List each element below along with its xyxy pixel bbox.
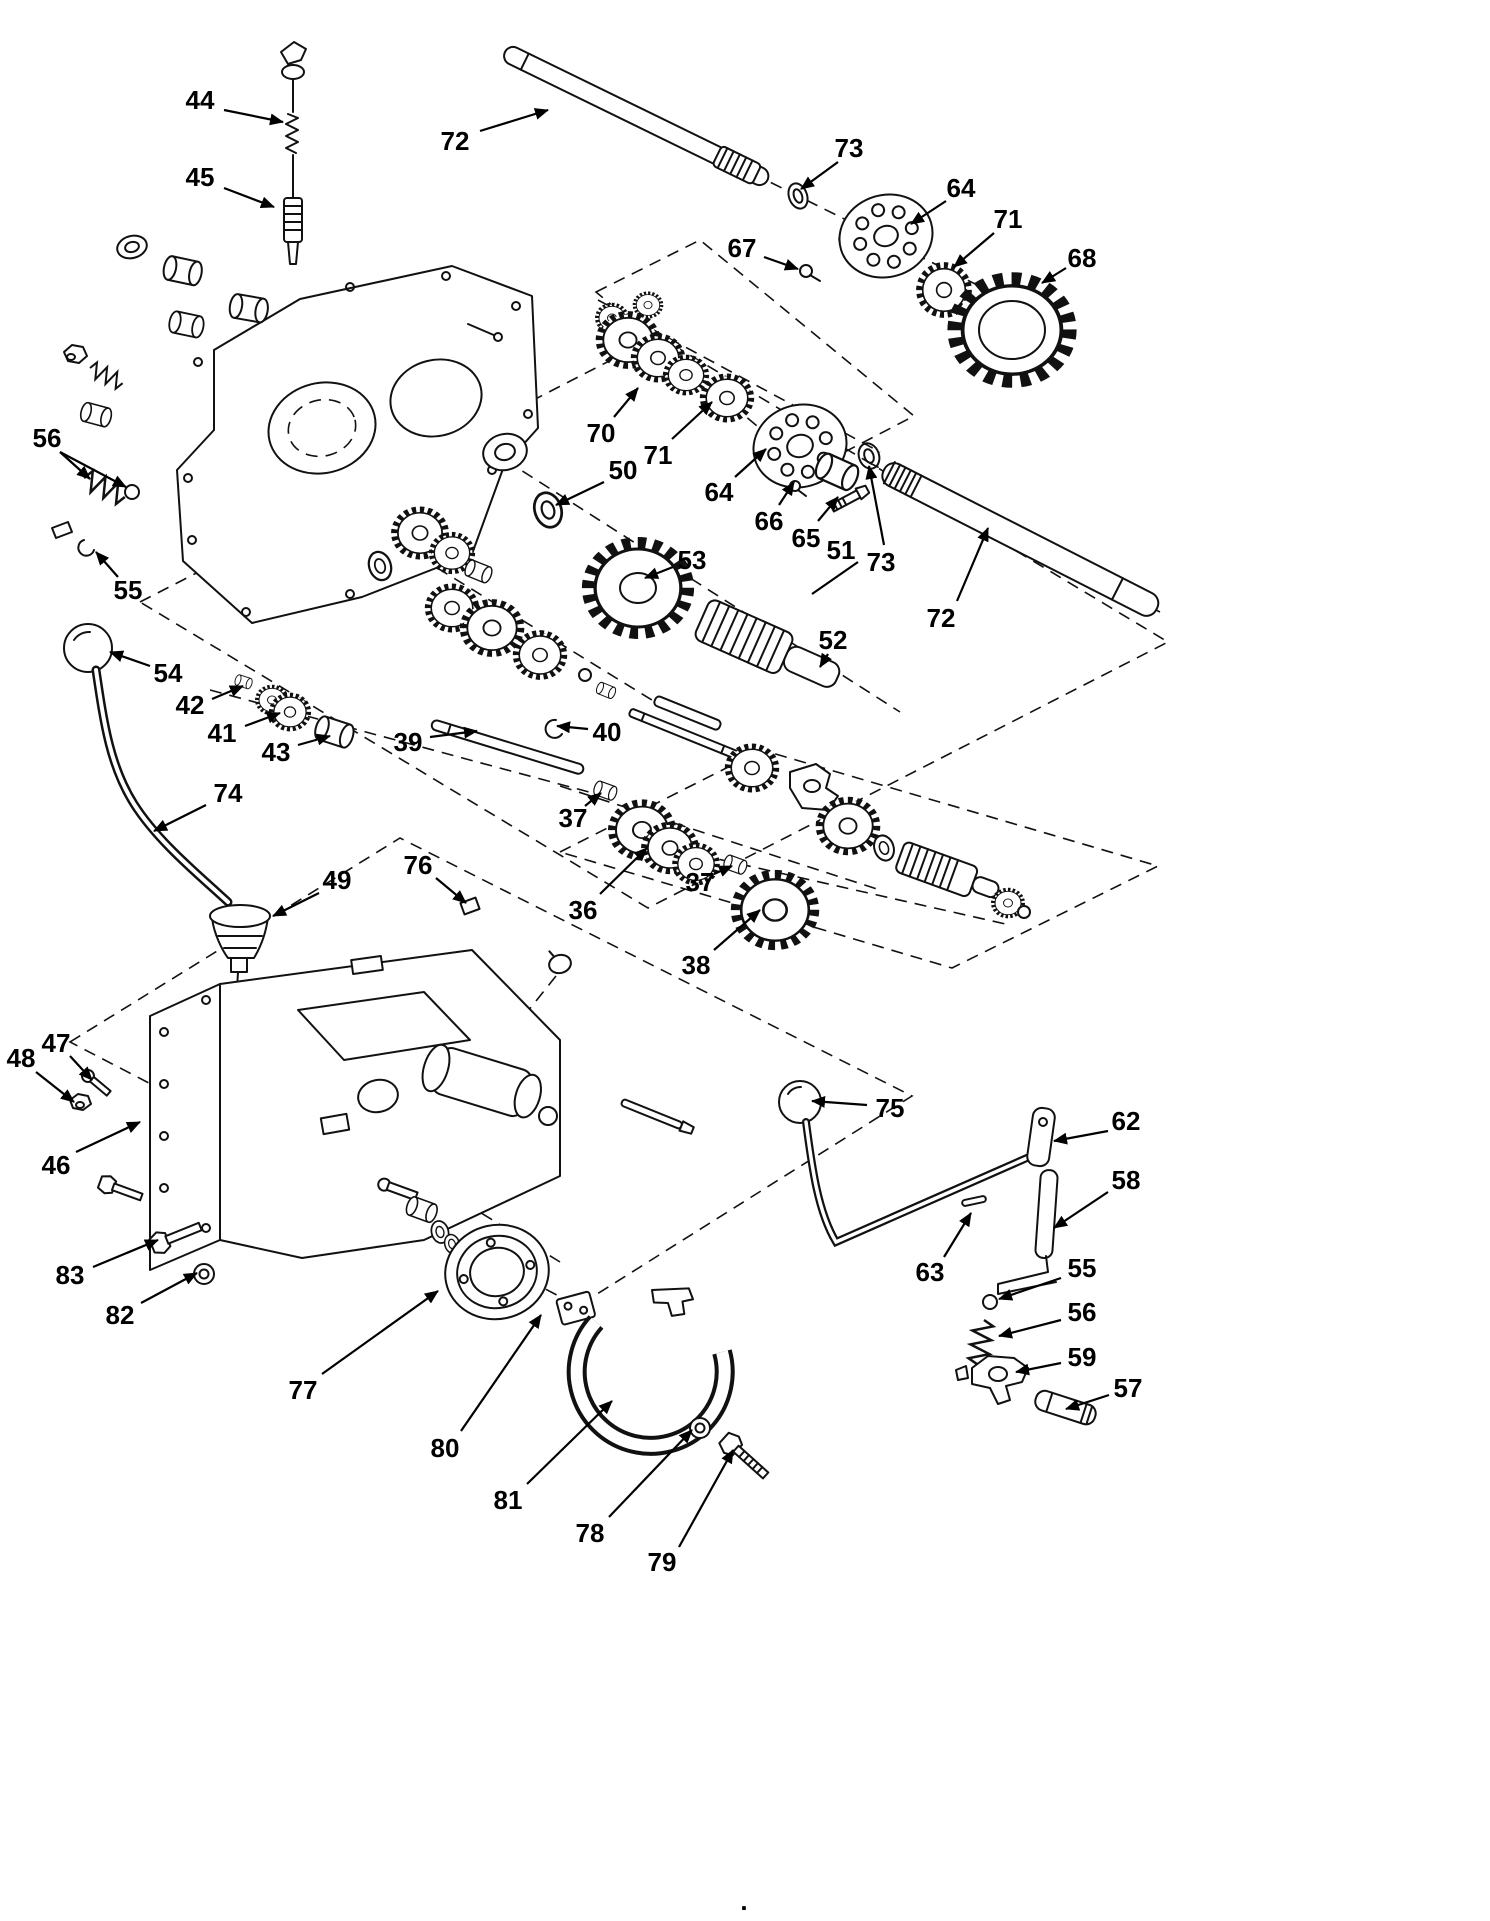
leader-line-45: [223, 186, 275, 209]
leader-line-41: [244, 711, 281, 728]
rod-58: [997, 1169, 1059, 1295]
leader-line-68: [1041, 267, 1067, 284]
leader-line-55: [95, 551, 119, 578]
leader-line-46: [75, 1121, 141, 1153]
leader-line-56: [59, 451, 127, 488]
mainshaft-gear-set: [364, 487, 841, 761]
leader-line-49: [272, 892, 320, 917]
nut-48: [69, 1093, 92, 1111]
output-shaft-72: [881, 461, 1160, 617]
gear-53: [589, 543, 688, 633]
leader-line-82: [140, 1272, 198, 1304]
brake-band-81: [566, 1287, 735, 1456]
leader-line-37: [584, 792, 602, 807]
leader-line-54: [109, 650, 151, 668]
leader-line-64: [734, 448, 767, 478]
leader-line-39: [429, 726, 478, 739]
shift-lever-74: [63, 623, 233, 907]
leader-line-48: [35, 1071, 75, 1103]
leader-line-37: [713, 864, 733, 877]
leader-line-62: [1053, 1129, 1109, 1145]
leader-line-36: [599, 847, 648, 895]
carrier-plate-64-top: [838, 193, 934, 279]
leader-line-50: [555, 481, 605, 506]
leader-line-81: [526, 1400, 613, 1485]
leader-line-52: [819, 652, 832, 668]
pin-63: [961, 1195, 987, 1207]
left-small-parts: [51, 234, 207, 557]
leader-line-38: [713, 909, 761, 951]
washer-78: [689, 1417, 711, 1439]
leader-line-58: [1053, 1191, 1109, 1229]
detent-ball: [124, 484, 140, 500]
leader-line-47: [69, 1055, 93, 1081]
ball-55-right: [982, 1294, 998, 1310]
thrust-washer-73: [787, 182, 809, 210]
leader-line-73: [800, 161, 839, 190]
link-62: [1026, 1106, 1056, 1168]
leader-line-56: [998, 1318, 1062, 1339]
lower-housing: [96, 896, 695, 1271]
leader-line-40: [556, 721, 589, 734]
fork-59: [955, 1355, 1029, 1405]
leader-line-42: [211, 684, 244, 701]
anchor-plate-80: [555, 1290, 596, 1326]
brake-drum-77: [444, 1223, 550, 1321]
ring-gear-68: [955, 279, 1069, 381]
leader-line-70: [613, 387, 639, 418]
leader-line-51: [811, 561, 859, 595]
bolt-67: [799, 264, 821, 282]
pinion-shaft-52: [694, 599, 841, 688]
leader-line-67: [763, 255, 799, 271]
leader-line-77: [321, 1290, 439, 1375]
input-shaft-72-top: [503, 45, 809, 210]
leader-line-72: [479, 108, 549, 133]
leader-line-59: [1015, 1361, 1062, 1376]
detent-plunger-assembly: [280, 41, 307, 265]
leader-line-64: [910, 200, 947, 225]
leader-line-65: [817, 496, 839, 522]
leader-line-63: [943, 1212, 972, 1258]
leader-line-66: [778, 481, 795, 506]
countershaft-gears: [591, 746, 1031, 945]
leader-line-71: [671, 401, 713, 440]
leader-line-78: [608, 1429, 693, 1518]
extension-cylinder: [421, 1043, 542, 1119]
leader-line-53: [644, 565, 674, 580]
leader-line-71: [953, 232, 995, 268]
leader-line-55: [998, 1276, 1062, 1301]
leader-line-73: [865, 465, 886, 546]
leader-line-83: [92, 1238, 159, 1269]
leader-line-57: [1065, 1393, 1110, 1411]
leader-line-76: [435, 877, 467, 904]
leader-line-43: [297, 733, 331, 747]
leader-line-74: [153, 804, 207, 832]
leader-line-80: [460, 1314, 542, 1432]
leader-line-79: [678, 1449, 734, 1548]
leader-line-72: [955, 527, 990, 602]
shift-rod-75: [778, 1080, 1040, 1248]
leader-line-44: [223, 108, 284, 126]
leader-line-56: [59, 451, 91, 480]
leader-line-75: [811, 1095, 868, 1108]
clip-40: [544, 718, 563, 739]
